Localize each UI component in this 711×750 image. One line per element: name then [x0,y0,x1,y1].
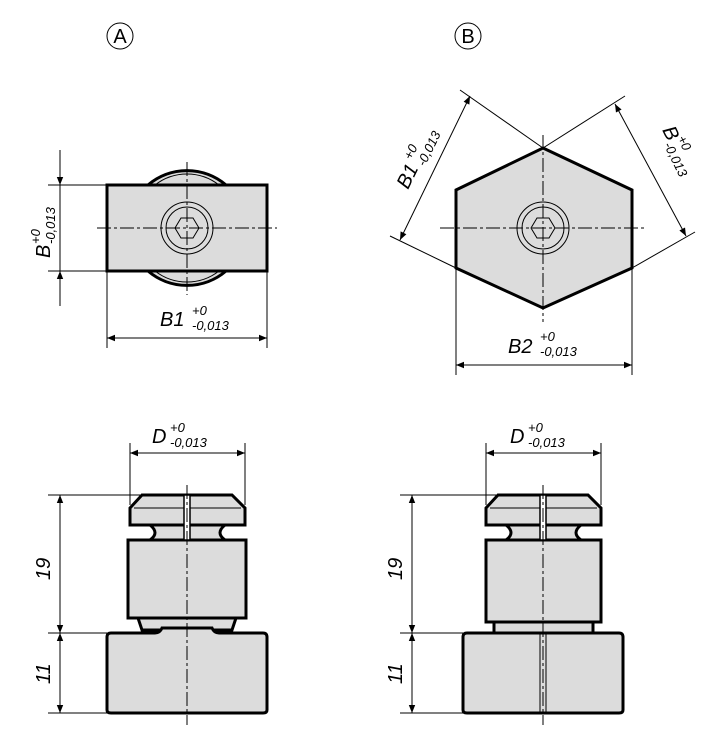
dim-b2-label: B2 +0 -0,013 [508,329,578,359]
svg-text:B1: B1 [160,309,184,331]
dim-d-label-a: D +0 -0,013 [152,420,208,450]
svg-text:-0,013: -0,013 [43,206,58,244]
svg-text:+0: +0 [540,329,556,344]
svg-text:+0: +0 [170,420,186,435]
dim-11-label-b: 11 [385,663,407,684]
view-label-a: A [106,22,134,50]
svg-text:+0: +0 [28,228,43,244]
svg-text:B: B [33,245,55,258]
dim-b-label-b: B +0 -0,013 [658,123,695,180]
svg-text:B: B [461,26,474,48]
dim-19-label-a: 19 [33,558,55,580]
svg-text:+0: +0 [401,141,421,162]
dim-11-label-a: 11 [33,663,55,684]
side-view-b: D +0 -0,013 19 11 [385,420,625,725]
svg-text:B2: B2 [508,336,532,358]
svg-text:-0,013: -0,013 [170,435,208,450]
dim-b-label-a: B +0 -0,013 [28,206,58,258]
dim-b1-label-b: B1 +0 -0,013 [393,128,444,193]
dim-b1-label-a: B1 +0 -0,013 [160,303,230,333]
svg-text:-0,013: -0,013 [528,435,566,450]
svg-text:A: A [113,26,127,48]
dim-d-label-b: D +0 -0,013 [510,420,566,450]
side-view-a: D +0 -0,013 19 11 [33,420,269,725]
svg-text:-0,013: -0,013 [192,318,230,333]
svg-text:D: D [510,426,524,448]
top-view-a: B +0 -0,013 B1 +0 -0,013 [28,150,277,348]
svg-text:+0: +0 [528,420,544,435]
view-label-b: B [454,22,482,50]
svg-text:-0,013: -0,013 [540,344,578,359]
dim-19-label-b: 19 [385,558,407,580]
top-view-b: B1 +0 -0,013 B +0 -0,013 B2 +0 -0,013 [389,89,696,375]
svg-text:+0: +0 [674,133,694,154]
svg-text:D: D [152,426,166,448]
svg-text:+0: +0 [192,303,208,318]
svg-text:B1: B1 [393,161,423,193]
